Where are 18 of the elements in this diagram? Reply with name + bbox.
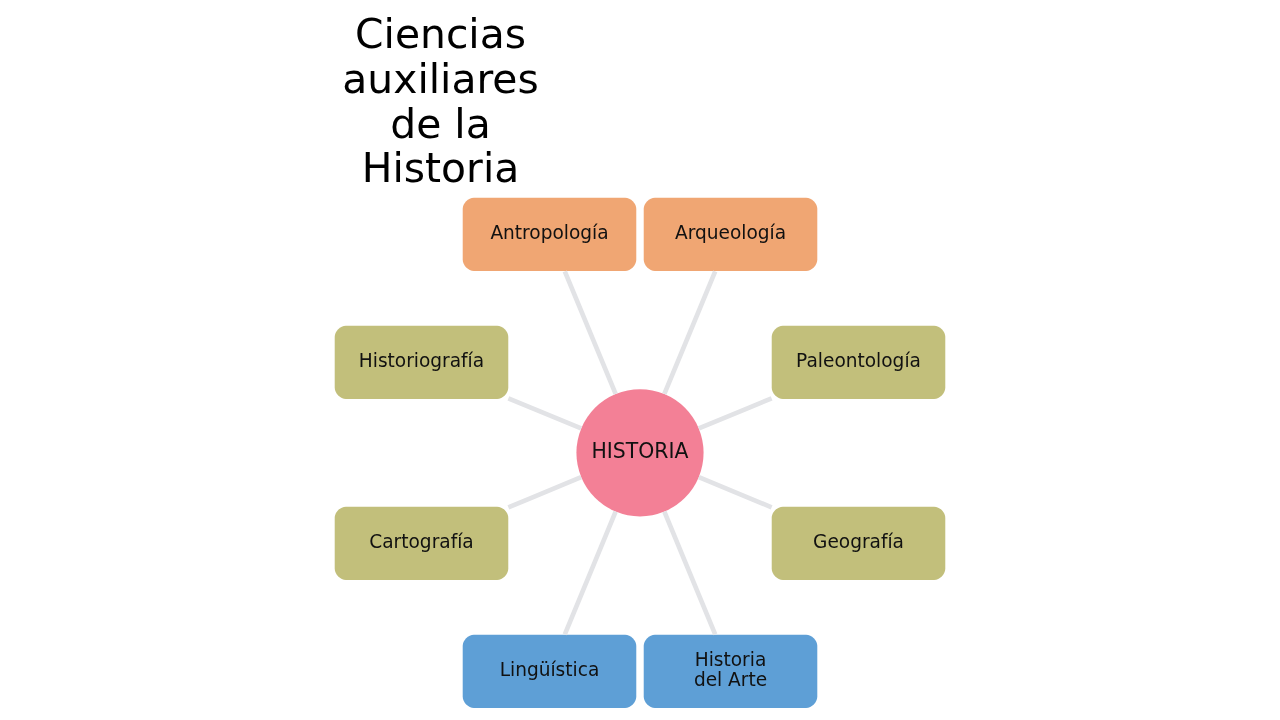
connector — [697, 475, 773, 510]
connector — [507, 475, 583, 510]
connector — [507, 396, 583, 431]
connector — [697, 396, 773, 431]
node-box: Historiografía — [334, 325, 509, 399]
node-box: Arqueología — [643, 197, 818, 271]
node-box: Lingüística — [462, 634, 637, 708]
node-circle: HISTORIA — [576, 389, 704, 517]
connector — [562, 270, 618, 395]
node-box: Cartografía — [334, 506, 509, 580]
connector — [662, 270, 718, 395]
connector — [562, 510, 618, 636]
diagram-title: Ciencias auxiliares de la Historia — [342, 10, 539, 193]
node-box: Historia del Arte — [643, 634, 818, 708]
connector — [662, 510, 718, 636]
node-box: Geografía — [771, 506, 946, 580]
node-box: Paleontología — [771, 325, 946, 399]
node-box: Antropología — [462, 197, 637, 271]
